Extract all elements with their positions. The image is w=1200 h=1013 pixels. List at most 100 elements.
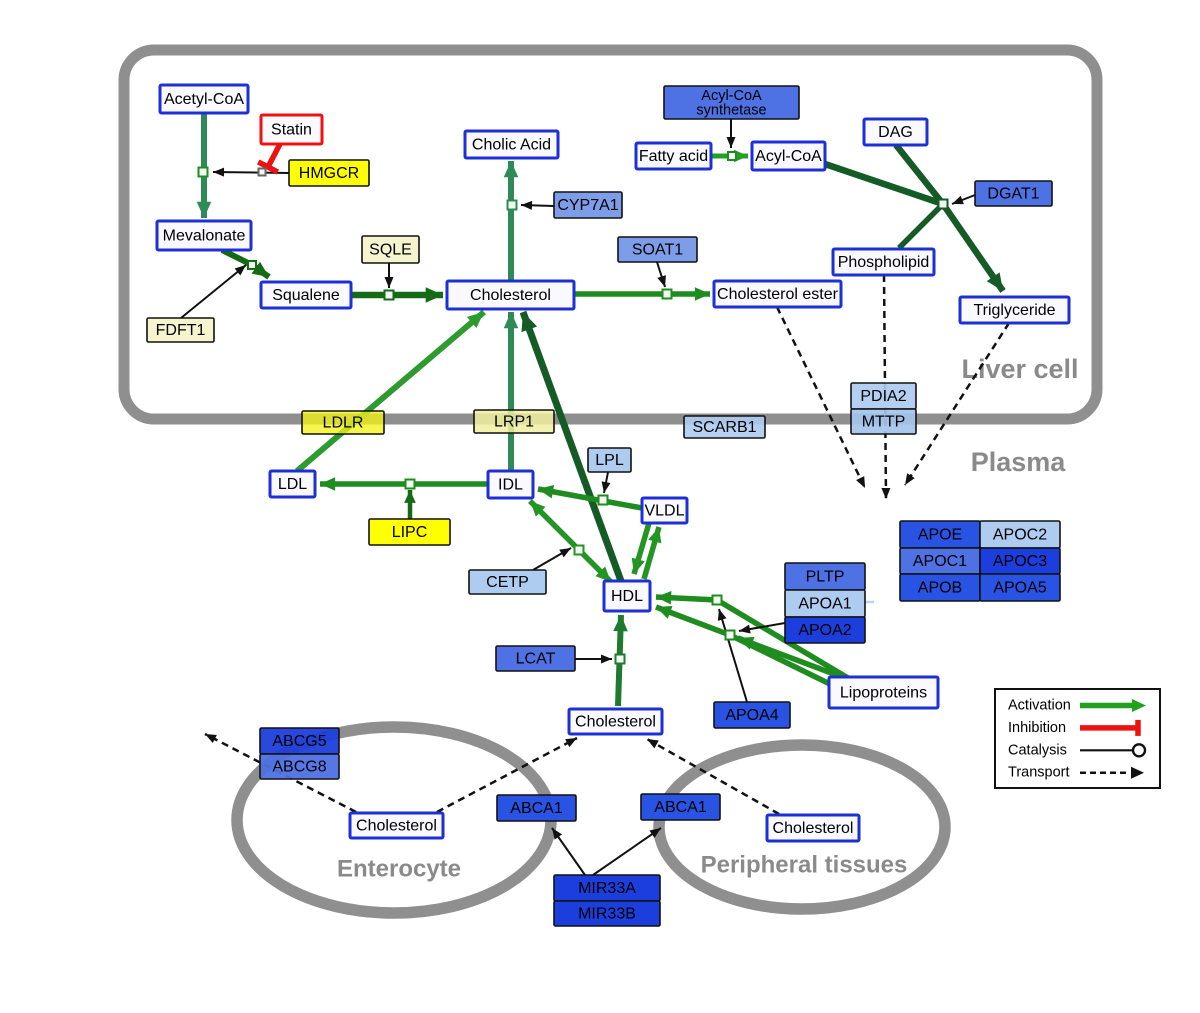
node-dgat1[interactable]: DGAT1	[974, 180, 1053, 207]
node-mttp[interactable]: MTTP	[850, 408, 917, 435]
node-apob[interactable]: APOB	[899, 573, 981, 602]
node-abcg5[interactable]: ABCG5	[259, 727, 340, 755]
node-statin[interactable]: Statin	[259, 113, 324, 146]
node-abca1-left[interactable]: ABCA1	[496, 794, 577, 822]
edge-cholesterol-to-cholicacid	[503, 161, 519, 281]
node-box	[301, 410, 385, 435]
node-scarb1[interactable]: SCARB1	[683, 415, 766, 439]
node-apoa4[interactable]: APOA4	[713, 701, 791, 729]
arrowhead	[613, 615, 628, 632]
node-lpl[interactable]: LPL	[587, 447, 632, 473]
node-fatty-acid[interactable]: Fatty acid	[634, 141, 713, 171]
node-apoa2[interactable]: APOA2	[784, 616, 866, 644]
anchor-a5	[506, 199, 518, 211]
arrowhead	[648, 527, 662, 544]
node-label: FDFT1	[156, 322, 206, 339]
node-cholesterol-liver[interactable]: Cholesterol	[445, 279, 576, 311]
node-cholic-acid[interactable]: Cholic Acid	[463, 129, 560, 160]
node-label: DAG	[878, 124, 913, 141]
node-apoa5[interactable]: APOA5	[979, 573, 1061, 602]
edge-fdft1-catalysis	[180, 264, 247, 319]
node-hdl[interactable]: HDL	[602, 579, 652, 613]
node-ldlr[interactable]: LDLR	[301, 410, 385, 435]
node-box	[468, 569, 547, 595]
node-vldl[interactable]: VLDL	[640, 496, 689, 525]
node-cholesterol-enterocyte[interactable]: Cholesterol	[348, 811, 445, 840]
node-label: LDLR	[323, 415, 364, 432]
node-acetyl-coa[interactable]: Acetyl-CoA	[158, 83, 250, 115]
node-hmgcr[interactable]: HMGCR	[288, 159, 370, 187]
node-apoc2[interactable]: APOC2	[979, 520, 1061, 549]
node-box	[567, 707, 664, 736]
edge-dgat1-catalysis	[951, 194, 976, 205]
arrowhead	[656, 590, 672, 605]
node-sqle[interactable]: SQLE	[361, 235, 420, 264]
node-phospholipid[interactable]: Phospholipid	[831, 247, 936, 277]
node-label: Statin	[271, 122, 312, 139]
anchor-a3	[247, 260, 257, 270]
arrowhead	[538, 485, 555, 499]
node-abca1-right[interactable]: ABCA1	[640, 793, 721, 821]
node-cholesterol-ester[interactable]: Cholesterol ester	[712, 279, 843, 309]
node-pltp[interactable]: PLTP	[784, 562, 866, 591]
node-squalene[interactable]: Squalene	[259, 280, 353, 310]
node-mevalonate[interactable]: Mevalonate	[155, 219, 253, 252]
node-box	[553, 900, 661, 927]
node-acyl-coa[interactable]: Acyl-CoA	[750, 140, 827, 172]
edge-line	[519, 310, 625, 583]
node-label: Triglyceride	[973, 302, 1055, 319]
node-mir33b[interactable]: MIR33B	[553, 900, 661, 927]
node-cholesterol-peripheral[interactable]: Cholesterol	[765, 813, 861, 843]
node-label: Fatty acid	[639, 148, 708, 165]
node-box	[361, 235, 420, 264]
node-label: CETP	[486, 574, 529, 591]
node-pdia2[interactable]: PDIA2	[850, 382, 917, 410]
node-lcat[interactable]: LCAT	[495, 645, 576, 672]
enterocyte-label: Enterocyte	[337, 856, 461, 883]
node-idl[interactable]: IDL	[486, 469, 535, 500]
node-soat1[interactable]: SOAT1	[617, 236, 698, 263]
node-label: Mevalonate	[163, 228, 246, 245]
node-apoe[interactable]: APOE	[899, 520, 981, 549]
arrowhead	[738, 636, 755, 650]
node-box	[259, 753, 340, 780]
node-ldl[interactable]: LDL	[268, 469, 317, 499]
arrowhead	[734, 149, 748, 163]
arrowhead	[649, 828, 661, 838]
node-dag[interactable]: DAG	[862, 117, 929, 147]
node-apoa1[interactable]: APOA1	[784, 589, 866, 618]
edge-line	[823, 160, 945, 208]
edge-soat1-catalysis	[656, 261, 666, 288]
edge-hdl-to-vldl	[641, 526, 662, 580]
node-lipc[interactable]: LIPC	[368, 518, 451, 546]
edge-apoa4-catalysis	[717, 608, 748, 703]
node-cetp[interactable]: CETP	[468, 569, 547, 595]
node-label: Phospholipid	[838, 254, 930, 271]
node-lipoproteins[interactable]: Lipoproteins	[827, 675, 940, 710]
edge-acetylcoa-to-mevalonate	[196, 113, 212, 218]
node-cholesterol-plasma[interactable]: Cholesterol	[567, 707, 664, 736]
node-box	[473, 409, 555, 434]
node-label: APOC2	[993, 527, 1047, 544]
node-box	[850, 408, 917, 435]
arrowhead	[601, 481, 611, 493]
node-triglyceride[interactable]: Triglyceride	[958, 295, 1071, 325]
edge-vldl-to-hdl	[631, 522, 652, 575]
anchor-a14	[724, 629, 736, 641]
node-label: HDL	[611, 588, 643, 605]
node-lrp1[interactable]: LRP1	[473, 409, 555, 434]
node-apoc3[interactable]: APOC3	[979, 547, 1061, 575]
legend-label-activation: Activation	[1008, 698, 1071, 714]
edge-mevalonate-to-squalene	[220, 247, 271, 280]
node-abcg8[interactable]: ABCG8	[259, 753, 340, 780]
node-box	[486, 469, 535, 500]
node-apoc1[interactable]: APOC1	[899, 547, 981, 575]
node-label: LDL	[278, 476, 307, 493]
node-cyp7a1[interactable]: CYP7A1	[553, 191, 623, 219]
node-mir33a[interactable]: MIR33A	[553, 874, 661, 902]
node-fdft1[interactable]: FDFT1	[146, 317, 215, 343]
arrowhead	[881, 487, 891, 499]
